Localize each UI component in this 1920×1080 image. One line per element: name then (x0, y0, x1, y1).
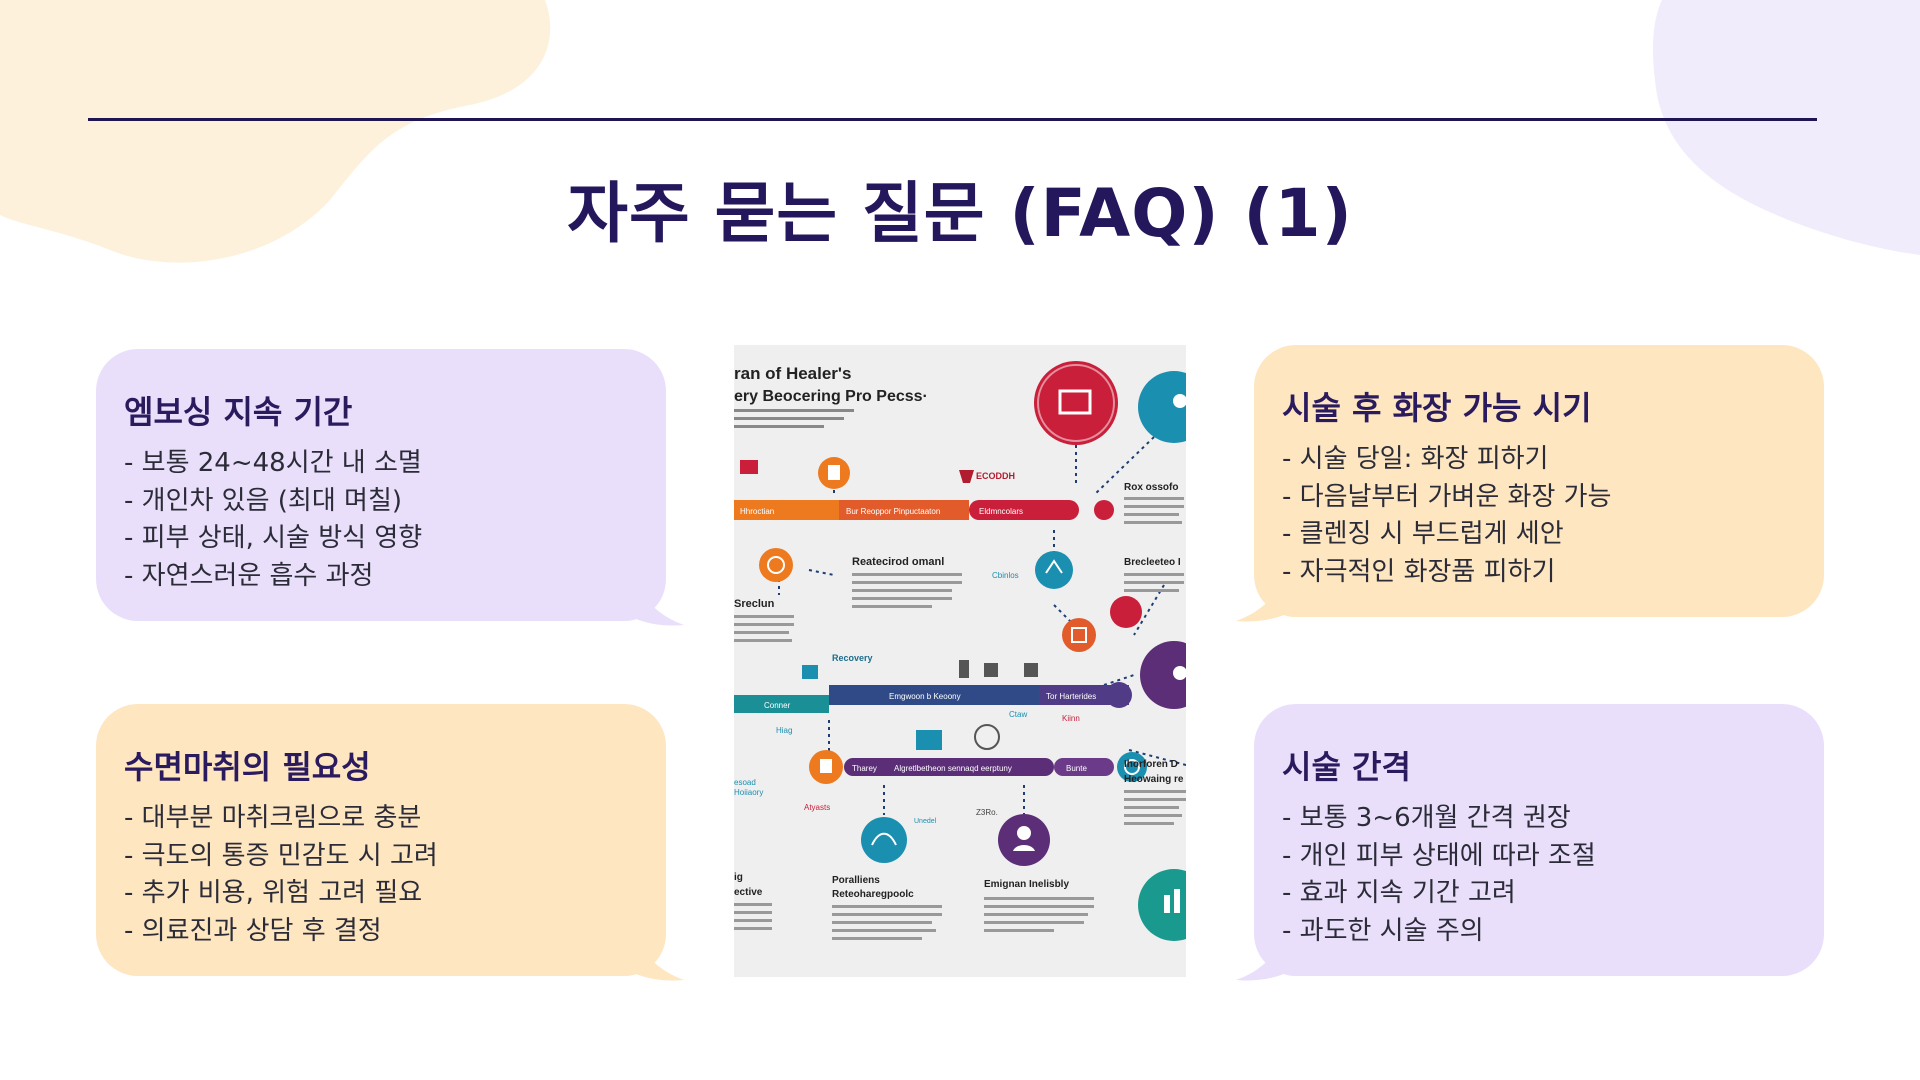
speech-tail (1236, 936, 1292, 981)
svg-text:Bunte: Bunte (1066, 764, 1087, 773)
svg-text:Tharey: Tharey (852, 764, 877, 773)
wellness-icon (1035, 551, 1073, 589)
process-infographic-image: ran of Healer's ery Beocering Pro Pecss· (734, 345, 1186, 977)
title-rule (88, 118, 1817, 121)
faq-item: - 클렌징 시 부드럽게 세안 (1282, 519, 1564, 549)
svg-text:Poralliens: Poralliens (832, 875, 880, 886)
faq-card-embossing-duration: 엠보싱 지속 기간 - 보통 24~48시간 내 소멸 - 개인차 있음 (최대… (96, 349, 684, 626)
faq-item: - 극도의 통증 민감도 시 고려 (124, 840, 438, 871)
faq-list: - 보통 24~48시간 내 소멸 - 개인차 있음 (최대 며칠) - 피부 … (124, 445, 638, 595)
sun-icon (759, 548, 793, 582)
svg-text:Brecleeteo I: Brecleeteo I (1124, 557, 1181, 568)
faq-list: - 보통 3~6개월 간격 권장 - 개인 피부 상태에 따라 조절 - 효과 … (1282, 800, 1796, 950)
speech-tail (628, 581, 684, 626)
svg-text:Algretlbetheon sennaqd eerptun: Algretlbetheon sennaqd eerptuny (894, 764, 1012, 773)
svg-text:Cbinlos: Cbinlos (992, 571, 1019, 580)
timeline-bar-2 (734, 695, 829, 713)
faq-item: - 다음날부터 가벼운 화장 가능 (1282, 481, 1612, 512)
person-icon-2 (1140, 641, 1186, 709)
timeline-bar-3 (844, 758, 1054, 776)
faq-item: - 자연스러운 흡수 과정 (124, 560, 374, 591)
svg-text:Ctaw: Ctaw (1009, 710, 1027, 719)
svg-text:Sreclun: Sreclun (734, 598, 775, 610)
svg-text:Hiag: Hiag (776, 726, 792, 735)
faq-item: - 보통 3~6개월 간격 권장 (1282, 803, 1571, 833)
faq-card-sleep-anesthesia: 수면마취의 필요성 - 대부분 마취크림으로 충분 - 극도의 통증 민감도 시… (96, 704, 684, 981)
svg-text:Eldmncolars: Eldmncolars (979, 507, 1023, 516)
timeline-bar-1 (734, 500, 839, 520)
svg-text:Rox ossofo: Rox ossofo (1124, 482, 1178, 493)
faq-item: - 추가 비용, 위험 고려 필요 (124, 878, 423, 908)
faq-heading: 수면마취의 필요성 (124, 748, 371, 786)
faq-list: - 대부분 마취크림으로 충분 - 극도의 통증 민감도 시 고려 - 추가 비… (124, 800, 638, 950)
faq-item: - 피부 상태, 시술 방식 영향 (124, 523, 423, 553)
svg-text:Conner: Conner (764, 701, 791, 710)
lavender-background-blob (1652, 0, 1920, 255)
svg-text:ective: ective (734, 887, 763, 898)
faq-item: - 효과 지속 기간 고려 (1282, 878, 1516, 908)
svg-text:esoad: esoad (734, 778, 756, 787)
ecoo-label: ECODDH (976, 471, 1015, 481)
svg-text:ig: ig (734, 872, 743, 883)
faq-item: - 자극적인 화장품 피하기 (1282, 556, 1556, 587)
faq-heading: 시술 후 화장 가능 시기 (1282, 389, 1592, 427)
svg-text:Z3Ro.: Z3Ro. (976, 808, 998, 817)
svg-text:Emgwoon b Keoony: Emgwoon b Keoony (889, 692, 961, 701)
person-icon (1138, 371, 1186, 443)
faq-item: - 시술 당일: 화장 피하기 (1282, 444, 1549, 474)
svg-text:Unedel: Unedel (914, 818, 937, 825)
faq-list: - 시술 당일: 화장 피하기 - 다음날부터 가벼운 화장 가능 - 클렌징 … (1282, 441, 1796, 591)
faq-item: - 대부분 마취크림으로 충분 (124, 803, 422, 833)
infographic-heading-2: ery Beocering Pro Pecss· (734, 388, 928, 405)
faq-item: - 개인차 있음 (최대 며칠) (124, 485, 403, 516)
faq-heading: 시술 간격 (1282, 748, 1411, 786)
page-title: 자주 묻는 질문 (FAQ) (1) (567, 175, 1353, 252)
svg-text:Hhroctian: Hhroctian (740, 507, 774, 516)
faq-card-makeup-timing: 시술 후 화장 가능 시기 - 시술 당일: 화장 피하기 - 다음날부터 가벼… (1236, 345, 1824, 622)
medical-kit-icon (1034, 361, 1118, 445)
svg-text:Emignan Inelisbly: Emignan Inelisbly (984, 879, 1069, 890)
faq-heading: 엠보싱 지속 기간 (124, 393, 353, 431)
speech-tail (628, 936, 684, 981)
faq-card-treatment-interval: 시술 간격 - 보통 3~6개월 간격 권장 - 개인 피부 상태에 따라 조절… (1236, 704, 1824, 981)
svg-text:Ihorforen D: Ihorforen D (1124, 759, 1178, 770)
chart-icon (1138, 869, 1186, 941)
faq-item: - 과도한 시술 주의 (1282, 915, 1484, 946)
svg-text:Atyasts: Atyasts (804, 803, 830, 812)
svg-text:Hoiiaory: Hoiiaory (734, 788, 763, 797)
faq-item: - 보통 24~48시간 내 소멸 (124, 448, 422, 478)
svg-text:Recovery: Recovery (832, 653, 873, 663)
flower-icon (861, 817, 907, 863)
svg-text:Kiinn: Kiinn (1062, 714, 1080, 723)
infographic-heading-1: ran of Healer's (734, 364, 851, 383)
svg-text:Tor Harterides: Tor Harterides (1046, 692, 1096, 701)
peach-background-blob (0, 0, 551, 263)
svg-text:Heowaing re: Heowaing re (1124, 774, 1184, 785)
speech-tail (1236, 577, 1292, 622)
faq-item: - 의료진과 상담 후 결정 (124, 915, 382, 946)
svg-text:Reteoharegpoolc: Reteoharegpoolc (832, 889, 914, 900)
faq-item: - 개인 피부 상태에 따라 조절 (1282, 840, 1596, 871)
svg-text:Bur Reoppor Pinpuctaaton: Bur Reoppor Pinpuctaaton (846, 507, 940, 516)
svg-text:Reatecirod omanl: Reatecirod omanl (852, 556, 944, 568)
